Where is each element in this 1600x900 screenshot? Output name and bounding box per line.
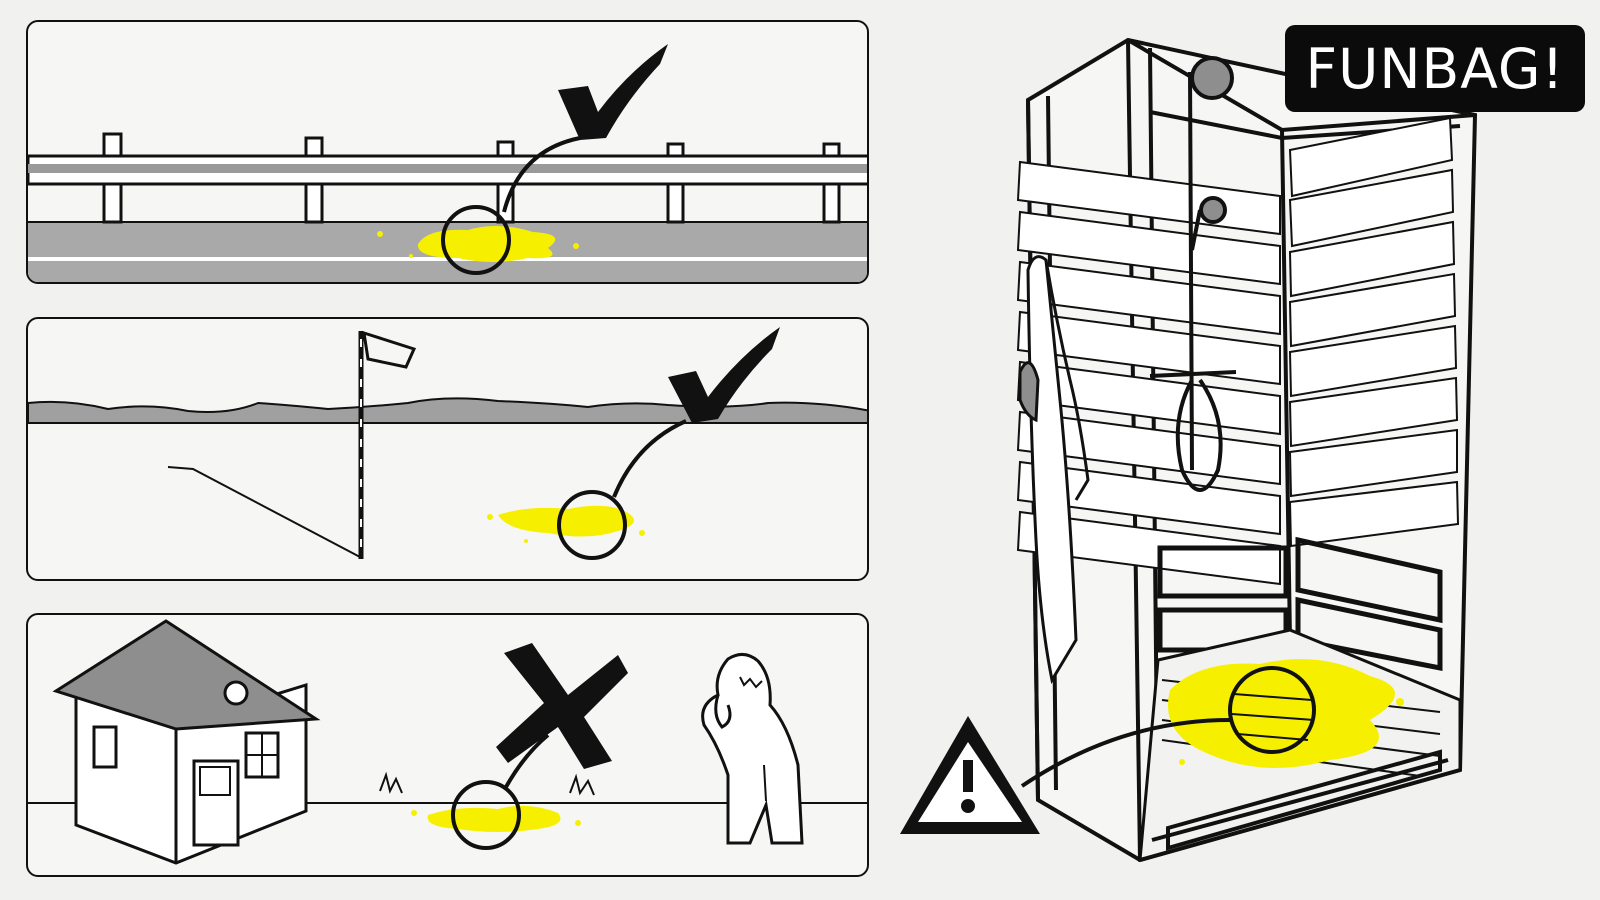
panel-highway [26,20,869,284]
pointer-line [502,136,581,213]
house-window [92,725,118,769]
hanging-towel [1018,255,1090,685]
panel-golf-course [26,317,869,581]
golf-scene [28,327,867,560]
check-icon [558,44,668,140]
house-roof [52,619,321,731]
panel-house-lawn [26,613,869,877]
magnify-circle [451,780,521,850]
worried-neighbor [701,653,804,845]
funbag-badge: FUNBAG! [1285,25,1585,112]
house-scene [28,619,867,865]
urine-puddle [427,805,561,832]
golf-flag [362,330,417,369]
check-icon [668,327,780,423]
cross-icon [496,643,628,769]
guardrail-beam [28,154,867,186]
flag-shadow [167,466,361,558]
brand-label: FUNBAG! [1305,36,1565,101]
attic-window [223,680,249,706]
highway-scene [28,44,867,282]
urine-puddle [417,225,556,262]
grass-tuft [569,773,595,796]
shower-fixture [1149,56,1237,492]
distant-trees [28,397,867,424]
pointer-line [612,419,687,498]
back-wall-slats [1288,116,1460,548]
warning-triangle-icon [900,716,1040,834]
urine-puddle [498,505,635,537]
pointer-line [504,733,550,788]
magnify-circle [1228,666,1316,754]
magnify-circle [441,205,511,275]
magnify-circle [557,490,627,560]
shower-scene [900,0,1600,900]
house [52,619,321,865]
grass-tuft [379,771,403,794]
floor-base [1139,749,1461,862]
urine-puddle [1168,659,1395,768]
pointer-line [1020,718,1231,788]
side-wall-slats [1016,160,1281,586]
